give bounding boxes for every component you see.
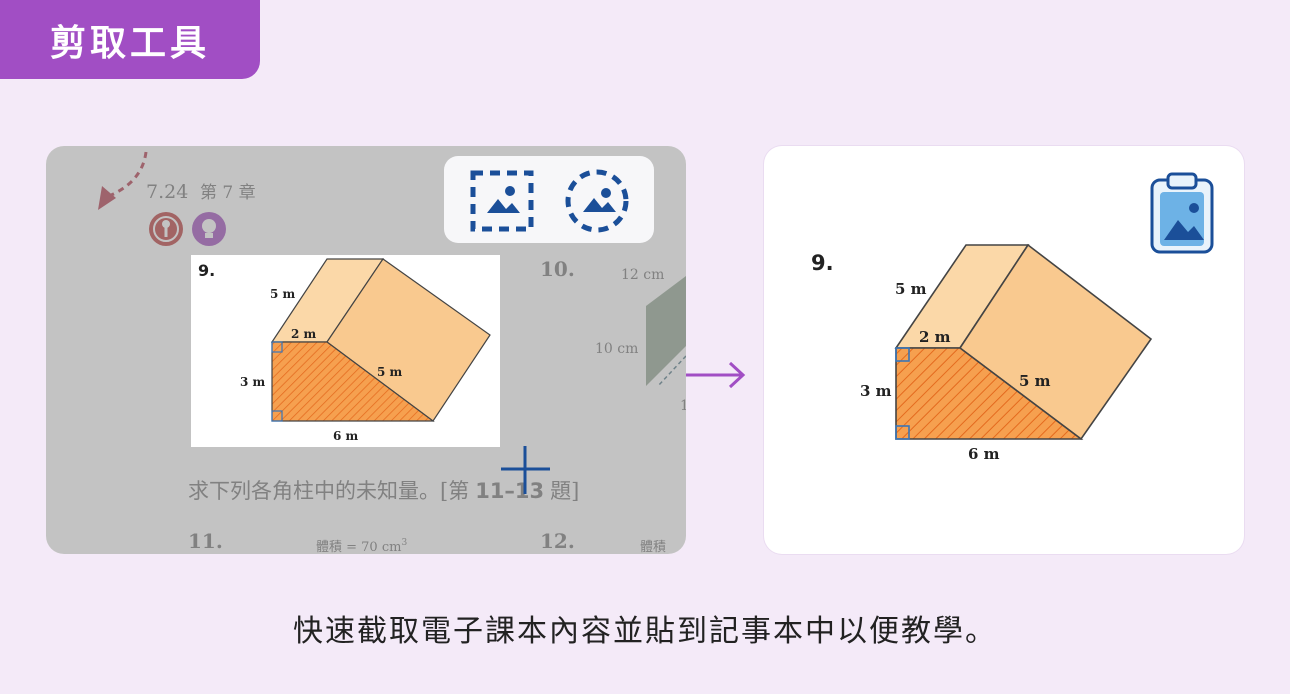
label-base: 6 m: [333, 429, 359, 443]
section-number: 7.24: [146, 181, 188, 203]
clipboard-image-icon[interactable]: [1150, 172, 1214, 254]
pasted-figure: 9. 5 m 2 m 3 m 5 m 6 m: [811, 172, 1214, 463]
prism-front-face: [895, 347, 1084, 440]
lightbulb-icon: [192, 212, 226, 246]
dimension-10cm: 10 cm: [595, 341, 638, 357]
textbook-page-canvas: 7.24 第 7 章 10. 12 cm 10 cm 1 求下列各角柱中的未知量…: [46, 146, 686, 554]
page-title: 剪取工具: [0, 0, 260, 79]
dimension-12cm: 12 cm: [621, 267, 664, 283]
right-angle-top: [271, 341, 283, 353]
right-angle-bottom: [895, 425, 910, 440]
label-slant: 5 m: [1019, 372, 1051, 390]
dimension-partial: 1: [680, 398, 686, 414]
question-10-number: 10.: [540, 257, 575, 281]
key-icon: [149, 212, 183, 246]
figure-number: 9.: [811, 251, 834, 275]
label-base: 6 m: [968, 445, 1000, 463]
title-text: 剪取工具: [49, 22, 210, 64]
label-top-length: 5 m: [895, 280, 927, 298]
label-top-length: 5 m: [270, 287, 296, 301]
arrow-right-icon: [686, 361, 746, 389]
snip-mode-toolbar: [444, 156, 654, 243]
question-12-number: 12.: [540, 529, 575, 553]
right-angle-top: [895, 347, 910, 362]
question-11-volume: 體積 = 70 cm3: [316, 538, 407, 554]
prism-front-face: [271, 341, 435, 422]
textbook-page-panel[interactable]: 7.24 第 7 章 10. 12 cm 10 cm 1 求下列各角柱中的未知量…: [46, 146, 686, 554]
rectangle-snip-icon[interactable]: [470, 170, 534, 232]
notepad-panel[interactable]: 9. 5 m 2 m 3 m 5 m 6 m: [764, 146, 1244, 554]
label-slant: 5 m: [377, 365, 403, 379]
arc-arrowhead: [98, 186, 116, 210]
crosshair-cursor-icon: [501, 446, 550, 494]
label-step: 2 m: [291, 327, 317, 341]
snip-selection[interactable]: 9. 5 m 2 m 3 m 5 m 6 m: [191, 255, 500, 447]
label-height: 3 m: [240, 375, 266, 389]
figure-9-number: 9.: [198, 261, 215, 280]
caption-text: 快速截取電子課本內容並貼到記事本中以便教學。: [293, 614, 997, 649]
freeform-snip-icon[interactable]: [565, 169, 629, 233]
label-step: 2 m: [919, 328, 951, 346]
label-height: 3 m: [860, 382, 892, 400]
right-angle-bottom: [271, 410, 283, 422]
chapter-label: 第 7 章: [200, 183, 256, 203]
prism-10-front: [646, 276, 686, 386]
question-12-volume: 體積: [640, 540, 666, 554]
question-11-number: 11.: [188, 529, 223, 553]
